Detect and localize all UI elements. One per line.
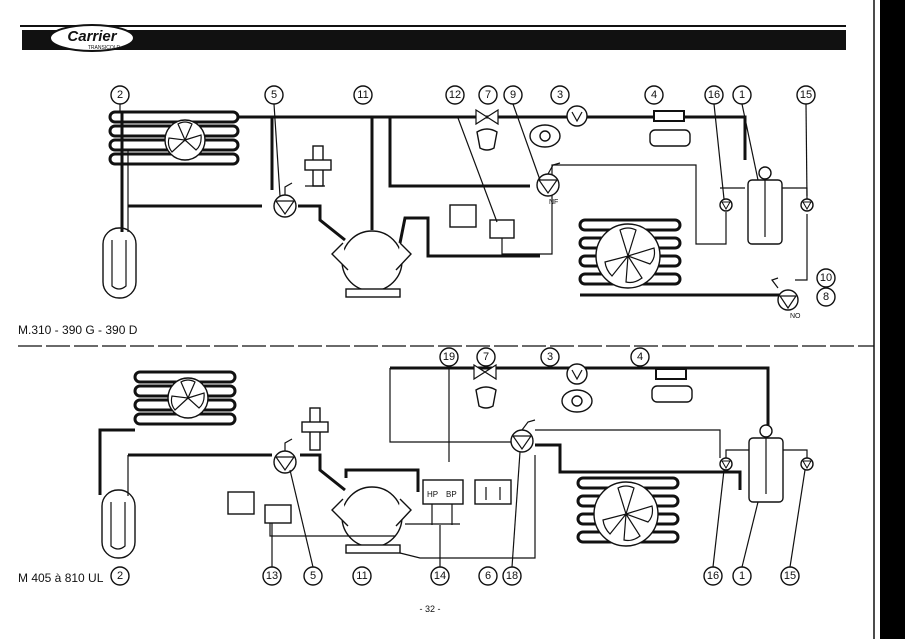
- svg-text:3: 3: [547, 351, 553, 363]
- valve-9-nf: NF: [536, 162, 561, 206]
- brand-sub: TRANSICOLD: [88, 45, 121, 51]
- callout-4-d2: 4: [630, 347, 650, 367]
- svg-text:10: 10: [820, 272, 832, 284]
- model-title-1: M.310 - 390 G - 390 D: [18, 323, 138, 337]
- condenser-coil-2: [576, 476, 680, 547]
- callout-7: 7: [478, 85, 498, 105]
- diagram-2: HP BP: [18, 347, 814, 586]
- callout-14: 14: [430, 566, 450, 586]
- dryer-filter: [649, 110, 691, 147]
- svg-text:1: 1: [739, 570, 745, 582]
- callout-18: 18: [502, 566, 522, 586]
- callout-2-d2: 2: [110, 566, 130, 586]
- svg-text:2: 2: [117, 89, 123, 101]
- sight-glass: [529, 105, 588, 148]
- valve-8-no: NO: [771, 277, 801, 320]
- receiver-tank: [747, 166, 783, 245]
- compressor-2: [331, 455, 536, 559]
- hp-label: HP: [427, 490, 438, 499]
- valve-no-label: NO: [790, 313, 801, 320]
- callout-1-d2: 1: [732, 566, 752, 586]
- expansion-valve-detail-2: [301, 407, 329, 451]
- hp-bp-switch: HP BP: [405, 479, 464, 525]
- callout-1: 1: [732, 85, 752, 105]
- callout-3-d2: 3: [540, 347, 560, 367]
- sight-glass-2: [561, 363, 593, 413]
- evaporator-coil: [108, 110, 240, 166]
- pressure-switch-13: [227, 491, 395, 537]
- svg-text:1: 1: [739, 89, 745, 101]
- header-bar: Carrier TRANSICOLD: [20, 24, 846, 52]
- bp-label: BP: [446, 490, 457, 499]
- brand-logo: Carrier: [67, 28, 117, 45]
- receiver-tank-2: [748, 424, 784, 503]
- relay-6: [474, 479, 512, 505]
- svg-text:5: 5: [271, 89, 277, 101]
- svg-text:2: 2: [117, 570, 123, 582]
- valve-7-d2: [473, 363, 497, 409]
- condenser-coil: [578, 218, 682, 289]
- svg-text:4: 4: [651, 89, 657, 101]
- model-title-2: M 405 à 810 UL: [18, 571, 104, 585]
- callout-12: 12: [445, 85, 465, 105]
- expansion-valve-detail: [304, 145, 332, 187]
- fan-icon: [167, 121, 202, 153]
- valve-5: [273, 182, 297, 218]
- svg-text:16: 16: [708, 89, 720, 101]
- svg-text:9: 9: [510, 89, 516, 101]
- svg-text:7: 7: [485, 89, 491, 101]
- svg-text:12: 12: [449, 89, 461, 101]
- svg-text:19: 19: [443, 351, 455, 363]
- svg-text:7: 7: [483, 351, 489, 363]
- accumulator-2: [101, 489, 136, 559]
- compressor: [331, 117, 412, 298]
- svg-text:8: 8: [823, 291, 829, 303]
- callout-6: 6: [478, 566, 498, 586]
- valve-5-d2: [273, 438, 297, 474]
- svg-text:15: 15: [784, 570, 796, 582]
- valve-nf-label: NF: [549, 199, 558, 206]
- svg-text:11: 11: [357, 89, 368, 101]
- page-number: - 32 -: [419, 604, 440, 614]
- evaporator-coil-2: [133, 370, 237, 426]
- callout-11-d2: 11: [352, 566, 372, 586]
- diagram-1: NF: [18, 85, 836, 337]
- svg-text:16: 16: [707, 570, 719, 582]
- valve-18: [510, 419, 536, 453]
- callout-16: 16: [704, 85, 724, 105]
- svg-text:13: 13: [266, 570, 278, 582]
- callout-10: 10: [816, 268, 836, 288]
- svg-text:3: 3: [557, 89, 563, 101]
- callout-8: 8: [816, 287, 836, 307]
- callout-4: 4: [644, 85, 664, 105]
- valve-7: [475, 108, 499, 151]
- svg-text:4: 4: [637, 351, 643, 363]
- callout-11: 11: [353, 85, 373, 105]
- svg-text:11: 11: [356, 570, 367, 582]
- callout-15-d2: 15: [780, 566, 800, 586]
- callout-2: 2: [110, 85, 130, 105]
- callout-13: 13: [262, 566, 282, 586]
- callout-9: 9: [503, 85, 523, 105]
- callout-5-d2: 5: [303, 566, 323, 586]
- dryer-filter-2: [651, 368, 693, 403]
- callout-5: 5: [264, 85, 284, 105]
- page-edge: [880, 0, 905, 639]
- callout-19: 19: [439, 347, 459, 367]
- svg-text:15: 15: [800, 89, 812, 101]
- pressure-switch: [449, 117, 727, 255]
- callout-15: 15: [796, 85, 816, 105]
- svg-text:14: 14: [434, 570, 446, 582]
- svg-text:5: 5: [310, 570, 316, 582]
- svg-text:18: 18: [506, 570, 518, 582]
- svg-text:6: 6: [485, 570, 491, 582]
- callout-16-d2: 16: [703, 566, 723, 586]
- callout-3: 3: [550, 85, 570, 105]
- accumulator: [102, 227, 137, 299]
- callout-7-d2: 7: [476, 347, 496, 367]
